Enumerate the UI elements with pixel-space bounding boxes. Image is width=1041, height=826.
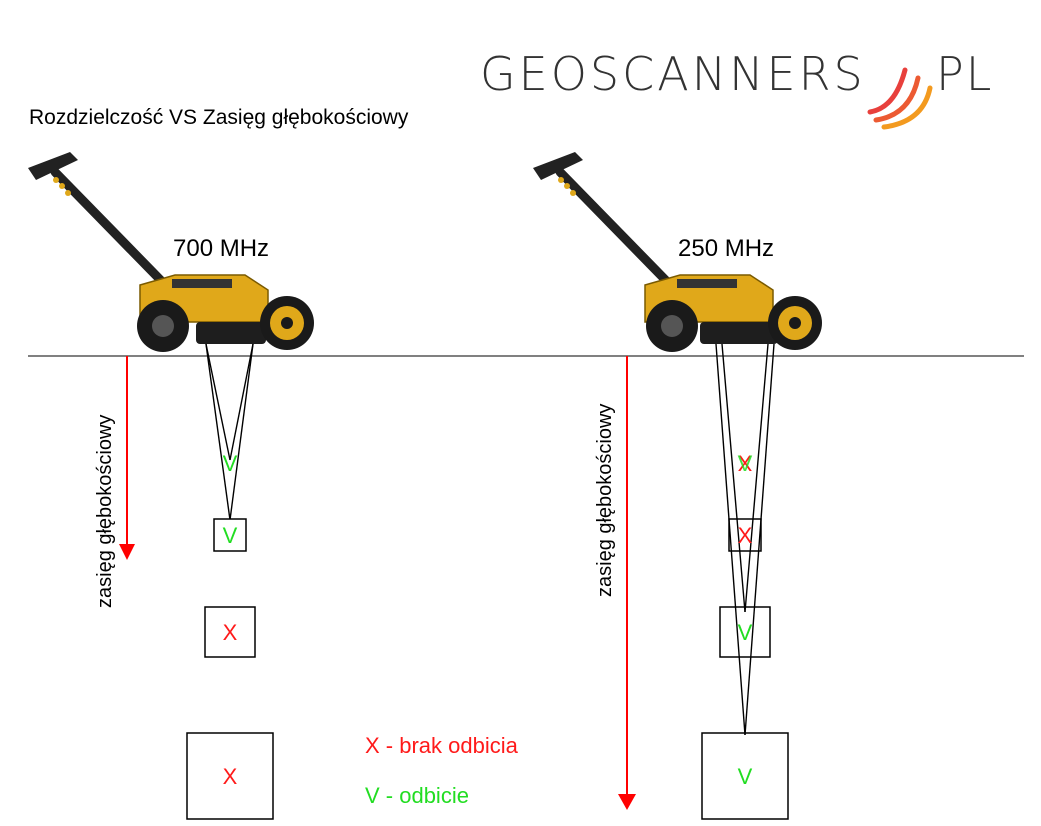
gpr-cart-700-icon: [28, 152, 314, 352]
reflection-symbol: V: [223, 523, 238, 548]
target-250-3: V: [719, 606, 771, 658]
beam-cone-700: [205, 343, 254, 521]
legend: X - brak odbicia V - odbicie: [365, 733, 519, 808]
logo: GEOSCANNERS PL: [480, 47, 993, 130]
depth-arrow-250: [618, 356, 636, 810]
frequency-label-250: 250 MHz: [678, 235, 774, 262]
depth-label-700: zasięg głębokościowy: [94, 415, 116, 608]
target-250-1: X V: [738, 451, 753, 476]
target-700-4: X: [186, 732, 274, 820]
no-reflection-symbol: X: [223, 764, 238, 789]
diagram-title: Rozdzielczość VS Zasięg głębokościowy: [29, 106, 409, 129]
reflection-symbol: V: [738, 451, 753, 476]
beam-cone-250: [715, 343, 775, 736]
reflection-symbol: V: [223, 451, 238, 476]
target-box: [719, 606, 771, 658]
logo-wave-icon: [867, 67, 933, 130]
reflection-symbol: V: [738, 764, 753, 789]
depth-arrow-700: [119, 356, 135, 560]
reflection-symbol: V: [738, 620, 753, 645]
target-box: [204, 606, 256, 658]
target-700-2: V: [213, 518, 247, 552]
target-700-3: X: [204, 606, 256, 658]
target-box: [701, 732, 789, 820]
gpr-cart-250-icon: [533, 152, 822, 352]
logo-suffix-text: PL: [936, 47, 993, 101]
target-box: [213, 518, 247, 552]
target-250-2: X: [728, 518, 762, 552]
logo-main-text: GEOSCANNERS: [480, 47, 866, 101]
target-box: [728, 518, 762, 552]
target-box: [186, 732, 274, 820]
no-reflection-symbol: X: [223, 620, 238, 645]
target-250-4: V: [701, 732, 789, 820]
no-reflection-symbol: X: [738, 451, 753, 476]
frequency-label-700: 700 MHz: [173, 235, 269, 262]
legend-reflection: V - odbicie: [365, 783, 469, 808]
depth-label-250: zasięg głębokościowy: [594, 404, 616, 597]
legend-no-reflection: X - brak odbicia: [365, 733, 519, 758]
no-reflection-symbol: X: [738, 523, 753, 548]
target-700-1: V: [223, 451, 238, 476]
